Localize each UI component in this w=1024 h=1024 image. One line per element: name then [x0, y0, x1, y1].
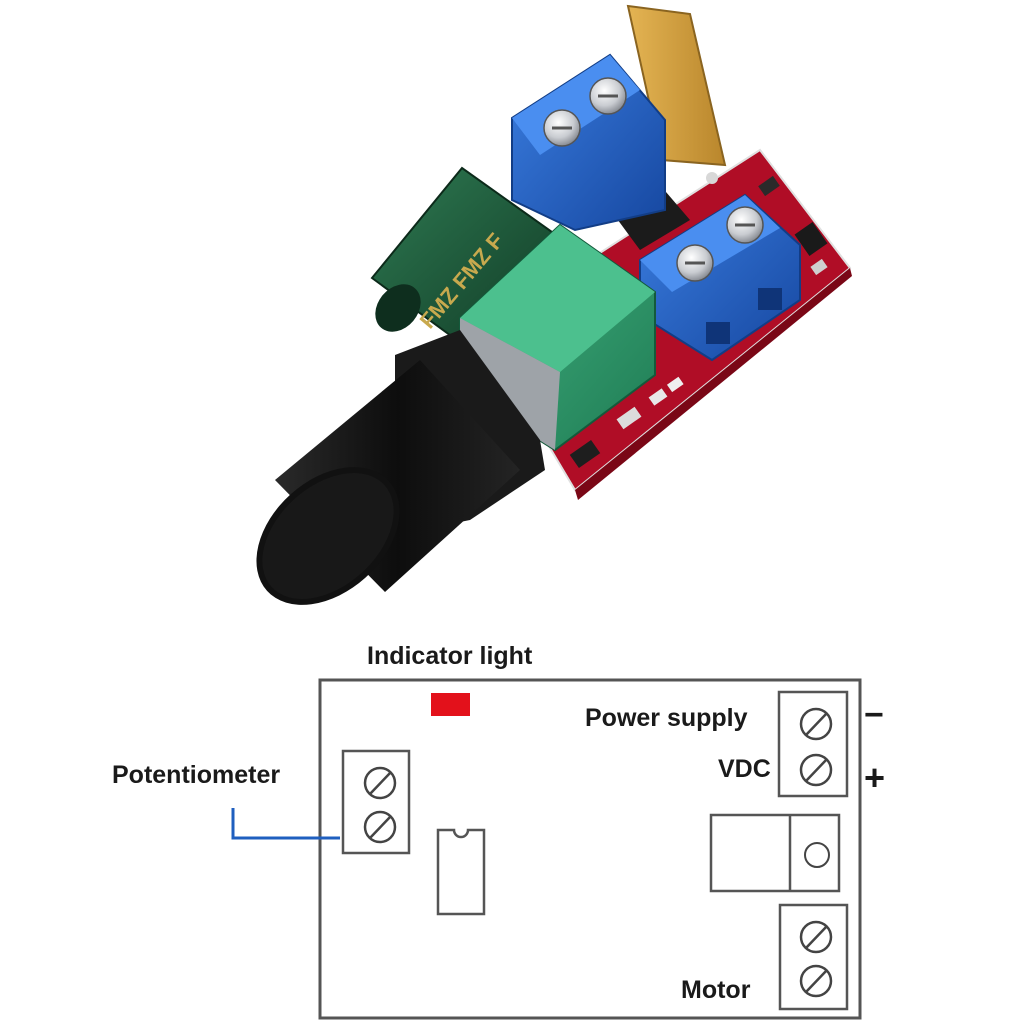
- ic-chip: [436, 828, 486, 916]
- motor-terminal-block: [639, 193, 801, 362]
- mosfet-footprint: [709, 813, 841, 893]
- potentiometer-body: [459, 223, 656, 452]
- power-supply-terminal: [777, 690, 849, 798]
- knob: [256, 330, 545, 605]
- product-photo: SS34 FMZ FMZ F: [256, 4, 852, 605]
- potentiometer-terminal: [341, 749, 411, 855]
- motor-terminal: [778, 903, 849, 1011]
- motor-label: Motor: [681, 976, 751, 1004]
- wiring-diagram: [231, 678, 862, 1020]
- potentiometer-label: Potentiometer: [112, 761, 281, 789]
- vdc-label: VDC: [718, 755, 771, 783]
- plus-sign: +: [864, 757, 886, 798]
- indicator-light-label: Indicator light: [367, 642, 533, 670]
- indicator-light: [431, 693, 470, 716]
- minus-sign: −: [864, 696, 884, 734]
- potentiometer-leader-line: [231, 808, 340, 840]
- power-supply-label: Power supply: [585, 704, 748, 732]
- power-terminal-block: [511, 53, 666, 232]
